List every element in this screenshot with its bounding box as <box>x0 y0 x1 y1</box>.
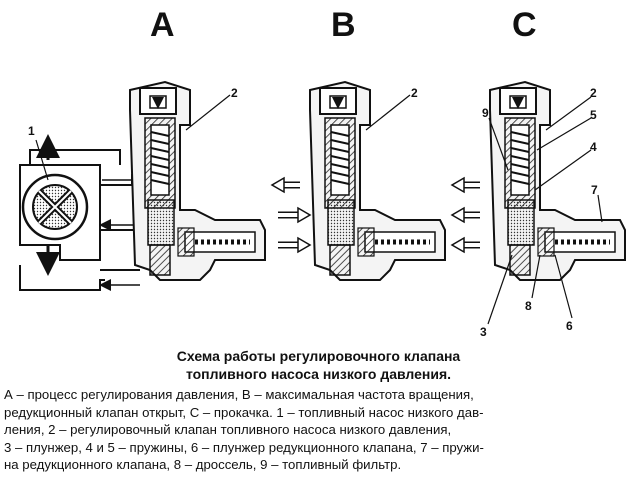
valve-diagram: 1 2 2 2 9 5 4 7 3 8 6 <box>19 80 626 339</box>
callout-2-c: 2 <box>590 86 597 100</box>
leader-lines <box>35 94 603 325</box>
pump-assembly <box>19 134 143 291</box>
legend-line-3: ления, 2 – регулировочный клапан топливн… <box>4 422 452 437</box>
legend-line-5: на редукционного клапана, 8 – дроссель, … <box>4 457 402 472</box>
panel-label-b: B <box>331 6 356 44</box>
flow-arrows-c <box>450 176 480 254</box>
legend-line-1: А – процесс регулирования давления, В – … <box>4 387 474 402</box>
callout-9: 9 <box>482 106 489 120</box>
callout-2-b: 2 <box>411 86 418 100</box>
legend-line-4: 3 – плунжер, 4 и 5 – пружины, 6 – плунже… <box>4 439 484 455</box>
panel-label-a: A <box>150 6 175 44</box>
callout-5: 5 <box>590 108 597 122</box>
callout-4: 4 <box>590 140 597 154</box>
callout-8: 8 <box>525 299 532 313</box>
caption-title-line1: Схема работы регулировочного клапана <box>176 348 461 364</box>
callout-7: 7 <box>591 183 598 197</box>
panel-label-c: C <box>512 6 537 44</box>
callout-2-a: 2 <box>231 86 238 100</box>
flow-arrows-b <box>270 176 312 254</box>
valve-body-b <box>309 80 446 281</box>
callout-6: 6 <box>566 319 573 333</box>
legend-text: А – процесс регулирования давления, В – … <box>4 386 634 474</box>
valve-body-c <box>489 80 626 281</box>
caption-title-line2: топливного насоса низкого давления. <box>185 366 452 382</box>
valve-body-a <box>129 80 266 281</box>
legend-line-2: редукционный клапан открыт, С – прокачка… <box>4 404 484 420</box>
callout-3: 3 <box>480 325 487 339</box>
callout-1: 1 <box>28 124 35 138</box>
